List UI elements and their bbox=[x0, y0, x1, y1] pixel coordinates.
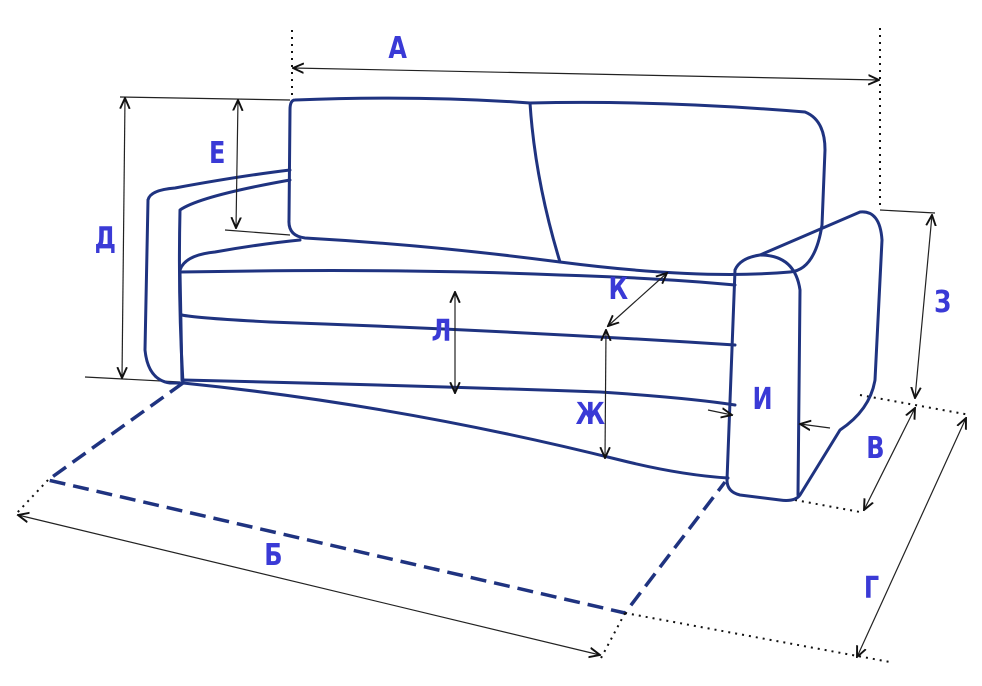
floor-footprint bbox=[43, 381, 727, 615]
label-zh: Ж bbox=[575, 397, 606, 432]
sofa-outline bbox=[143, 96, 884, 502]
label-e: Е bbox=[209, 136, 226, 171]
label-a: А bbox=[388, 31, 407, 66]
label-d: Д bbox=[94, 221, 117, 256]
extension-lines bbox=[14, 28, 971, 663]
label-i: И bbox=[752, 382, 773, 417]
label-z: З bbox=[934, 285, 952, 320]
label-l: Л bbox=[431, 314, 452, 349]
label-k: К bbox=[608, 272, 629, 307]
label-g: Г bbox=[863, 571, 880, 606]
label-v: В bbox=[866, 431, 885, 466]
dimension-arrows bbox=[18, 68, 966, 657]
label-b: Б bbox=[264, 538, 283, 573]
